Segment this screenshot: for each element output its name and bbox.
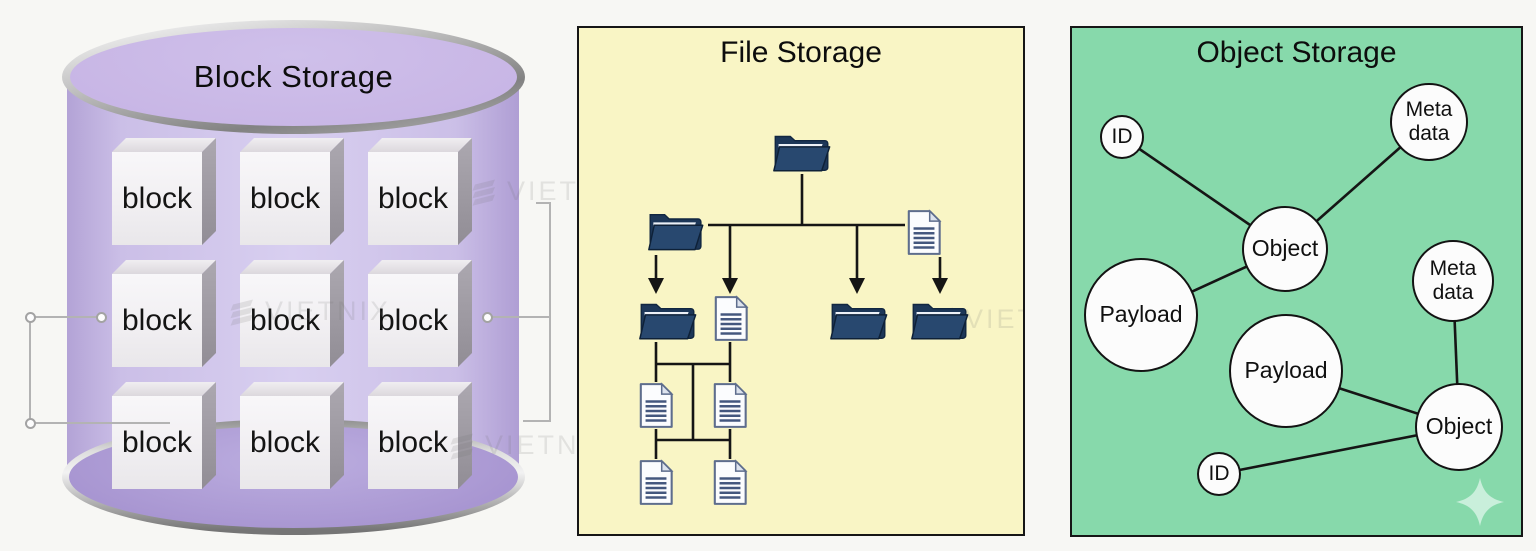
file-storage-panel: VIETNIX bbox=[577, 26, 1025, 536]
block-label: block bbox=[368, 396, 458, 489]
block-label: block bbox=[368, 274, 458, 367]
storage-block: block bbox=[368, 260, 472, 367]
storage-block: block bbox=[112, 382, 216, 489]
node-metadata: Meta data bbox=[1412, 240, 1494, 322]
object-storage-panel: Object Storage ID Meta data Object Paylo… bbox=[1070, 26, 1523, 537]
document-icon bbox=[637, 459, 675, 506]
block-label: block bbox=[240, 274, 330, 367]
connector-node bbox=[482, 312, 493, 323]
document-icon bbox=[711, 382, 749, 429]
storage-block: block bbox=[240, 260, 344, 367]
arrow-down-icon bbox=[648, 278, 948, 294]
storage-block: block bbox=[112, 138, 216, 245]
folder-icon bbox=[647, 207, 705, 253]
node-object: Object bbox=[1415, 383, 1503, 471]
block-label: block bbox=[240, 152, 330, 245]
block-label: block bbox=[112, 152, 202, 245]
block-storage-title: Block Storage bbox=[193, 59, 394, 94]
file-storage-title: File Storage bbox=[720, 36, 882, 69]
document-icon bbox=[905, 209, 943, 256]
storage-block: block bbox=[240, 138, 344, 245]
node-payload: Payload bbox=[1229, 314, 1343, 428]
block-label: block bbox=[112, 396, 202, 489]
block-label: block bbox=[112, 274, 202, 367]
folder-icon bbox=[772, 129, 832, 174]
document-icon bbox=[712, 295, 750, 342]
node-metadata: Meta data bbox=[1390, 83, 1468, 161]
connector-node bbox=[96, 312, 107, 323]
storage-block: block bbox=[368, 138, 472, 245]
document-icon bbox=[637, 382, 675, 429]
connector-node bbox=[25, 312, 36, 323]
storage-block: block bbox=[112, 260, 216, 367]
block-label: block bbox=[368, 152, 458, 245]
node-id: ID bbox=[1197, 452, 1241, 496]
object-storage-title: Object Storage bbox=[1196, 36, 1397, 69]
node-id: ID bbox=[1100, 115, 1144, 159]
node-payload: Payload bbox=[1084, 258, 1198, 372]
block-label: block bbox=[240, 396, 330, 489]
connector-node bbox=[25, 418, 36, 429]
folder-icon bbox=[910, 297, 970, 342]
folder-icon bbox=[829, 297, 889, 342]
node-object: Object bbox=[1242, 206, 1328, 292]
sparkle-icon bbox=[1456, 478, 1504, 526]
cylinder-top-rim: Block Storage bbox=[62, 20, 525, 134]
cylinder-top-surface: Block Storage bbox=[70, 28, 517, 126]
document-icon bbox=[711, 459, 749, 506]
storage-block: block bbox=[368, 382, 472, 489]
file-tree-connectors bbox=[648, 174, 948, 459]
folder-icon bbox=[638, 297, 698, 342]
storage-block: block bbox=[240, 382, 344, 489]
